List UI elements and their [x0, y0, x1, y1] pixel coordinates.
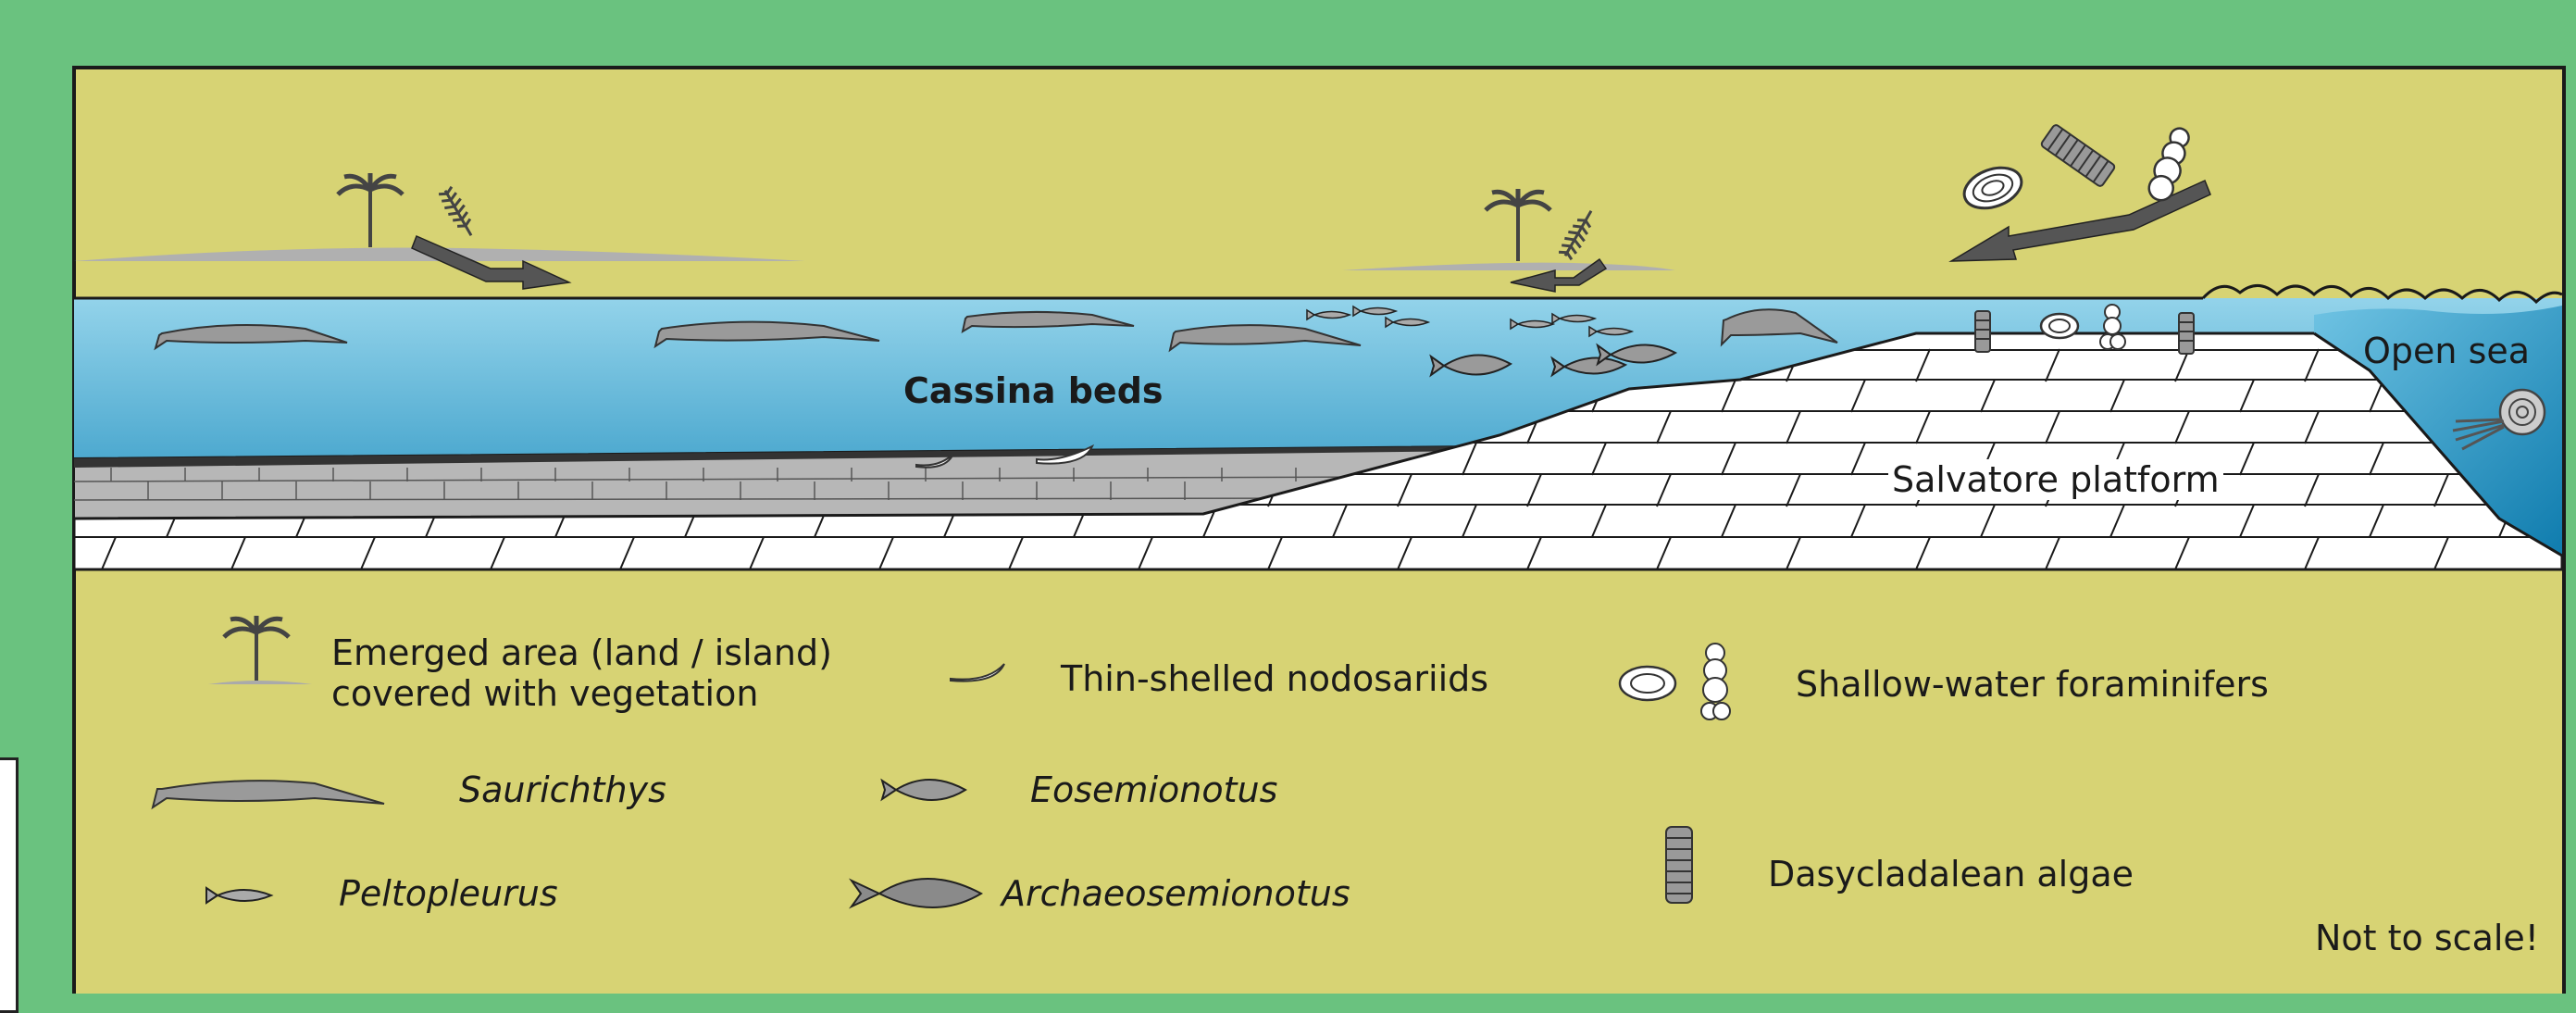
legend-foraminifers: Shallow-water foraminifers: [1796, 664, 2269, 705]
legend-emerged-area-line1: Emerged area (land / island): [331, 632, 832, 673]
not-to-scale-note: Not to scale!: [2315, 918, 2539, 958]
dasycladalean-algae-icon: [2179, 313, 2194, 354]
legend-emerged-area-line2: covered with vegetation: [331, 673, 758, 714]
legend-nodosariids: Thin-shelled nodosariids: [1061, 658, 1488, 699]
legend-eosemionotus: Eosemionotus: [1030, 769, 1277, 810]
legend-saurichthys: Saurichthys: [459, 769, 666, 810]
foraminifer-disc-icon: [2041, 314, 2078, 338]
legend-peltopleurus: Peltopleurus: [339, 873, 558, 914]
salvatore-platform-label: Salvatore platform: [1888, 459, 2223, 500]
legend-dasycladalean-icon: [1666, 827, 1692, 903]
legend-archaeosemionotus: Archaeosemionotus: [1002, 873, 1350, 914]
legend-dasycladalean: Dasycladalean algae: [1768, 854, 2134, 894]
dasycladalean-algae-icon: [1975, 311, 1990, 352]
open-sea-label: Open sea: [2363, 331, 2530, 371]
cassina-beds-label: Cassina beds: [903, 370, 1164, 411]
side-box: [0, 757, 19, 1013]
